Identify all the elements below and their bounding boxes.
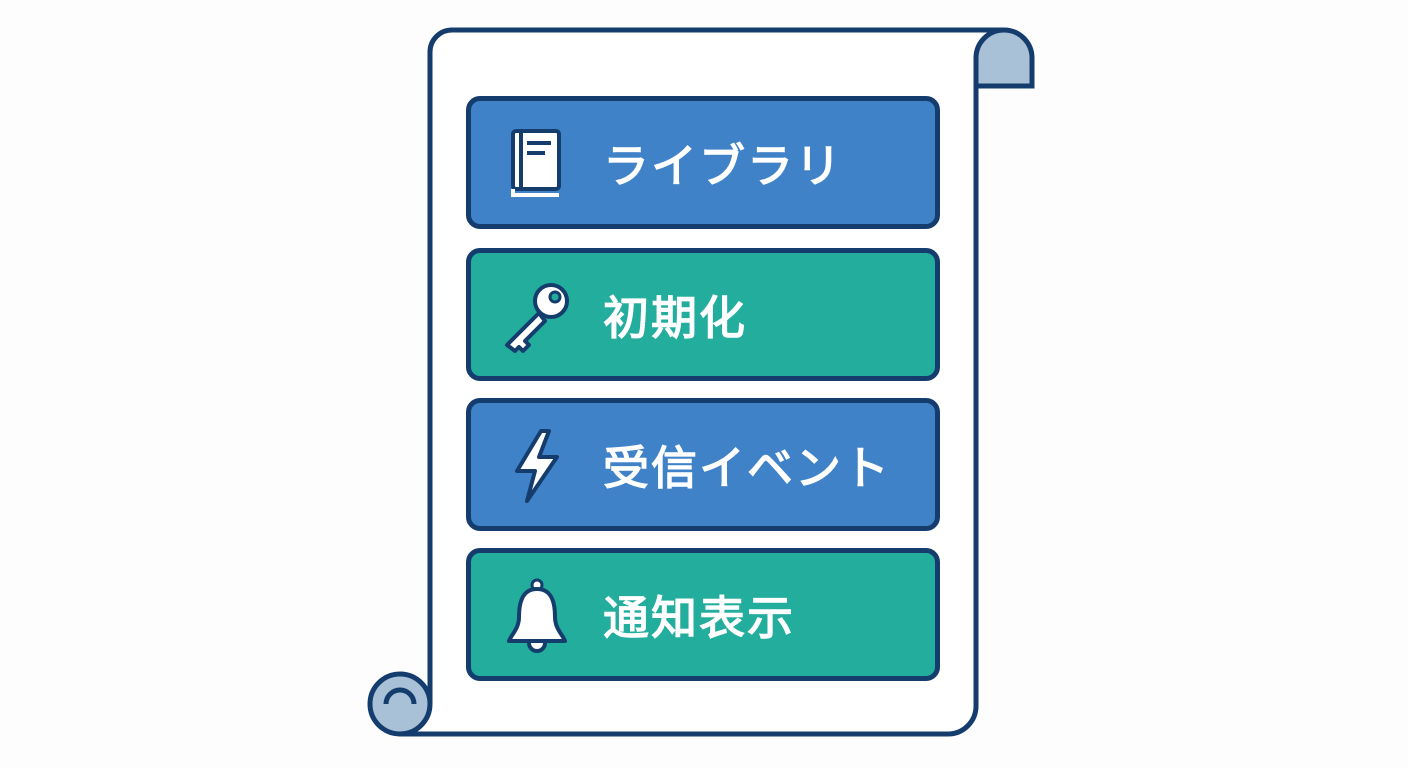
book-icon [497,123,577,203]
step-label: 通知表示 [603,590,795,645]
step-label: 受信イベント [603,440,891,495]
bell-icon [497,575,577,655]
step-receive-event: 受信イベント [466,398,940,531]
step-label: 初期化 [603,290,747,345]
key-icon [497,275,577,355]
lightning-icon [497,425,577,505]
step-initialize: 初期化 [466,248,940,381]
step-library: ライブラリ [466,96,940,229]
step-show-notification: 通知表示 [466,548,940,681]
step-label: ライブラリ [603,138,843,193]
